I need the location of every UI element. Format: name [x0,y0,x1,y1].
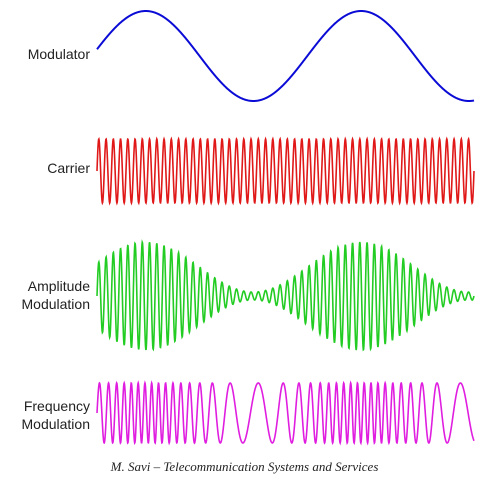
amplitude-modulation-label: Amplitude Modulation [21,278,91,312]
modulator-label: Modulator [27,46,90,62]
carrier-waveform [96,136,475,206]
modulator-waveform [96,10,475,102]
frequency-modulation-waveform [96,380,475,446]
frequency-modulation-label: Frequency Modulation [21,398,91,432]
figure-caption: M. Savi – Telecommunication Systems and … [110,459,379,474]
amplitude-modulation-waveform [96,239,475,352]
carrier-label: Carrier [47,160,90,176]
